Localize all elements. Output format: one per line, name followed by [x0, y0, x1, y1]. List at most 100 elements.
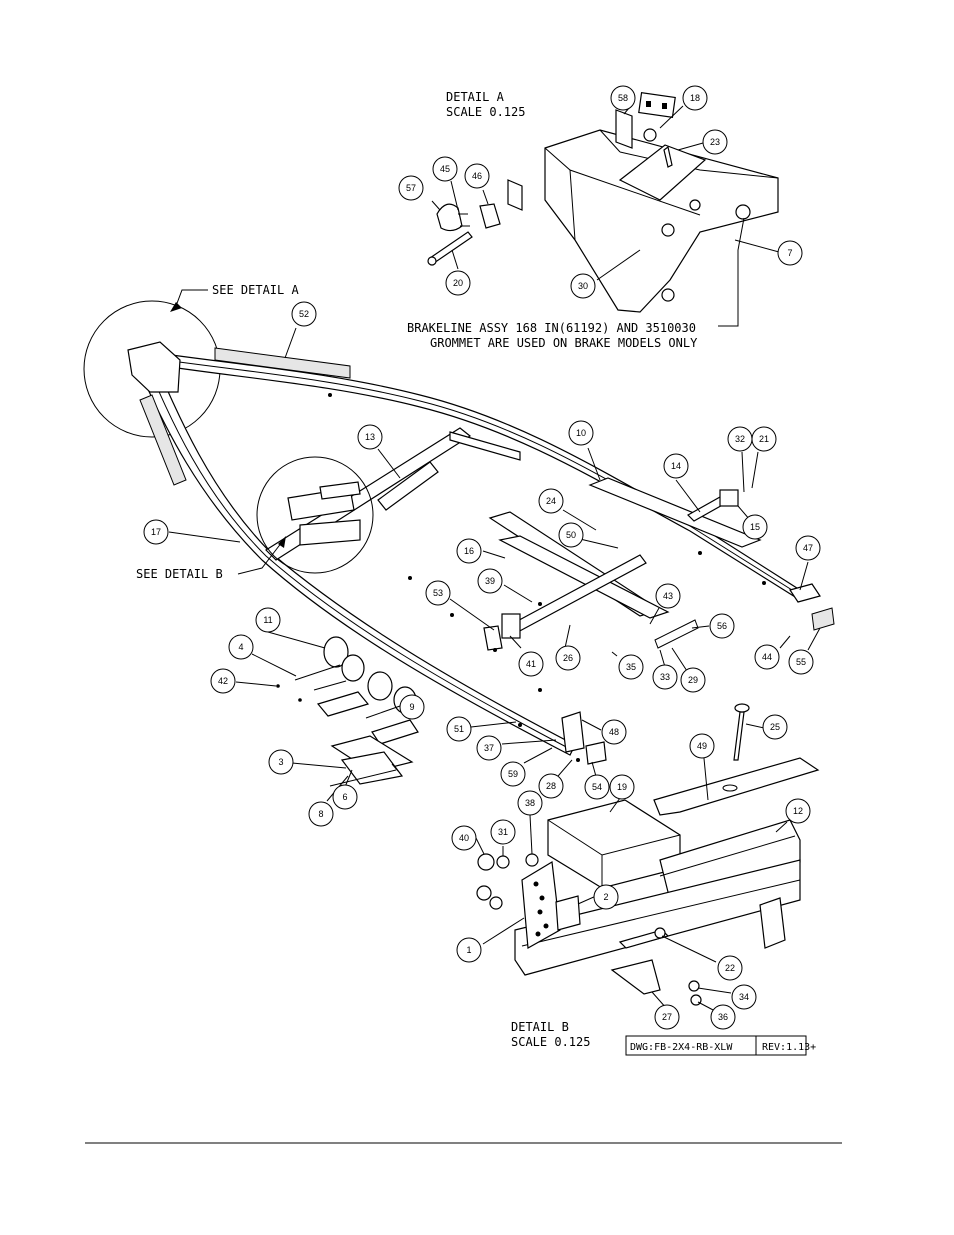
- svg-text:46: 46: [472, 171, 482, 181]
- callout-52: 52: [291, 301, 317, 327]
- svg-text:7: 7: [787, 248, 792, 258]
- detail-b-assembly: [476, 703, 820, 1006]
- svg-text:39: 39: [485, 576, 495, 586]
- svg-text:16: 16: [464, 546, 474, 556]
- callout-56: 56: [709, 613, 735, 639]
- callout-33: 33: [652, 664, 678, 690]
- callout-11: 11: [255, 607, 281, 633]
- callout-39: 39: [477, 568, 503, 594]
- svg-text:59: 59: [508, 769, 518, 779]
- svg-text:57: 57: [406, 183, 416, 193]
- svg-text:27: 27: [662, 1012, 672, 1022]
- svg-text:17: 17: [151, 527, 161, 537]
- svg-text:36: 36: [718, 1012, 728, 1022]
- svg-text:47: 47: [803, 543, 813, 553]
- svg-text:51: 51: [454, 724, 464, 734]
- callout-26: 26: [555, 645, 581, 671]
- callout-36: 36: [710, 1004, 736, 1030]
- svg-text:2: 2: [603, 892, 608, 902]
- callout-17: 17: [143, 519, 169, 545]
- svg-text:25: 25: [770, 722, 780, 732]
- svg-text:26: 26: [563, 653, 573, 663]
- svg-text:9: 9: [409, 702, 414, 712]
- callout-46: 46: [464, 163, 490, 189]
- callout-23: 23: [702, 129, 728, 155]
- callout-49: 49: [689, 733, 715, 759]
- revision-label: REV:1.13+: [762, 1042, 816, 1053]
- svg-text:41: 41: [526, 659, 536, 669]
- callout-8: 8: [308, 801, 334, 827]
- brakeline-note-line2: GROMMET ARE USED ON BRAKE MODELS ONLY: [430, 336, 698, 350]
- callout-4: 4: [228, 634, 254, 660]
- callout-15: 15: [742, 514, 768, 540]
- svg-text:56: 56: [717, 621, 727, 631]
- see-detail-b-label: SEE DETAIL B: [136, 567, 223, 581]
- svg-text:44: 44: [762, 652, 772, 662]
- callout-45: 45: [432, 156, 458, 182]
- detail-a-leaders: [431, 105, 780, 327]
- svg-text:33: 33: [660, 672, 670, 682]
- callout-22: 22: [717, 955, 743, 981]
- callout-14: 14: [663, 453, 689, 479]
- detail-b-inset-parts: [287, 461, 439, 546]
- svg-text:45: 45: [440, 164, 450, 174]
- svg-text:50: 50: [566, 530, 576, 540]
- roller-group: [276, 636, 419, 787]
- brakeline-note-line1: BRAKELINE ASSY 168 IN(61192) AND 3510030: [407, 321, 696, 335]
- callout-57: 57: [398, 175, 424, 201]
- callout-21: 21: [751, 426, 777, 452]
- svg-text:30: 30: [578, 281, 588, 291]
- svg-text:53: 53: [433, 588, 443, 598]
- svg-text:24: 24: [546, 496, 556, 506]
- callout-7: 7: [777, 240, 803, 266]
- drawing-number: DWG:FB-2X4-RB-XLW: [630, 1042, 733, 1053]
- callout-29: 29: [680, 667, 706, 693]
- svg-text:38: 38: [525, 798, 535, 808]
- svg-text:3: 3: [278, 757, 283, 767]
- callout-37: 37: [476, 735, 502, 761]
- callout-1: 1: [456, 937, 482, 963]
- detail-a-assembly: [427, 92, 779, 313]
- callout-24: 24: [538, 488, 564, 514]
- callout-50: 50: [558, 522, 584, 548]
- callout-32: 32: [727, 426, 753, 452]
- svg-text:35: 35: [626, 662, 636, 672]
- callout-44: 44: [754, 644, 780, 670]
- trailer-frame: [127, 341, 835, 765]
- svg-text:48: 48: [609, 727, 619, 737]
- callout-18: 18: [682, 85, 708, 111]
- callout-3: 3: [268, 749, 294, 775]
- detail-b-scale: SCALE 0.125: [511, 1035, 590, 1049]
- callout-30: 30: [570, 273, 596, 299]
- callout-41: 41: [518, 651, 544, 677]
- callout-59: 59: [500, 761, 526, 787]
- callout-48: 48: [601, 719, 627, 745]
- svg-text:15: 15: [750, 522, 760, 532]
- svg-text:34: 34: [739, 992, 749, 1002]
- svg-text:10: 10: [576, 428, 586, 438]
- svg-text:21: 21: [759, 434, 769, 444]
- svg-text:1: 1: [466, 945, 471, 955]
- svg-text:20: 20: [453, 278, 463, 288]
- callout-34: 34: [731, 984, 757, 1010]
- svg-text:29: 29: [688, 675, 698, 685]
- svg-text:40: 40: [459, 833, 469, 843]
- callout-42: 42: [210, 668, 236, 694]
- svg-text:13: 13: [365, 432, 375, 442]
- svg-text:31: 31: [498, 827, 508, 837]
- svg-text:28: 28: [546, 781, 556, 791]
- svg-text:6: 6: [342, 792, 347, 802]
- callout-12: 12: [785, 798, 811, 824]
- svg-text:12: 12: [793, 806, 803, 816]
- callout-19: 19: [609, 774, 635, 800]
- callout-10: 10: [568, 420, 594, 446]
- detail-a-scale: SCALE 0.125: [446, 105, 525, 119]
- svg-text:14: 14: [671, 461, 681, 471]
- callout-54: 54: [584, 774, 610, 800]
- callout-47: 47: [795, 535, 821, 561]
- detail-b-title: DETAIL B: [511, 1020, 569, 1034]
- svg-text:54: 54: [592, 782, 602, 792]
- callout-58: 58: [610, 85, 636, 111]
- callout-16: 16: [456, 538, 482, 564]
